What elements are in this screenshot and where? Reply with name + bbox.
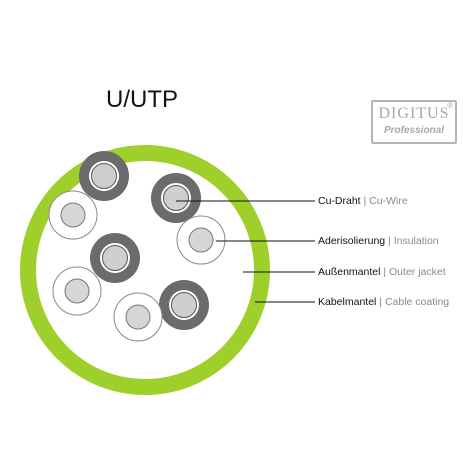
label-cu-wire: Cu-Draht | Cu-Wire: [318, 194, 408, 208]
label-separator: |: [380, 266, 390, 278]
light-conductor-bottom-center: [113, 292, 163, 342]
label-insulation-english: Insulation: [393, 235, 439, 247]
light-conductor-left: [48, 190, 98, 240]
diagram-title: U/UTP: [106, 86, 178, 113]
brand-name: DIGITUS: [378, 105, 450, 122]
dark-conductor-bottom-right: [159, 280, 209, 330]
dark-conductor-top-right: [151, 173, 201, 223]
brand-subtitle: Professional: [383, 125, 445, 136]
light-conductor-right: [176, 215, 226, 265]
label-separator: |: [360, 195, 370, 207]
label-outer-jacket-english: Outer jacket: [389, 266, 446, 278]
label-separator: |: [385, 235, 394, 247]
label-cu-wire-english: Cu-Wire: [369, 195, 408, 207]
label-cable-coating-english: Cable coating: [384, 296, 450, 308]
label-cable-coating-german: Kabelmantel: [318, 296, 377, 308]
dark-conductor-center: [90, 233, 140, 283]
outer-jacket-ring: [20, 145, 270, 395]
digitus-logo: DIGITUS ® Professional: [371, 100, 457, 144]
light-conductor-bottom-left: [52, 266, 102, 316]
label-cu-wire-german: Cu-Draht: [318, 195, 361, 207]
label-insulation-german: Aderisolierung: [318, 235, 386, 247]
label-insulation: Aderisolierung | Insulation: [318, 234, 439, 248]
label-cable-coating: Kabelmantel | Cable coating: [318, 295, 449, 309]
brand-registered-mark: ®: [447, 101, 453, 110]
label-separator: |: [376, 296, 385, 308]
dark-conductor-top-left: [79, 151, 129, 201]
label-outer-jacket: Außenmantel | Outer jacket: [318, 265, 446, 279]
label-outer-jacket-german: Außenmantel: [318, 266, 381, 278]
